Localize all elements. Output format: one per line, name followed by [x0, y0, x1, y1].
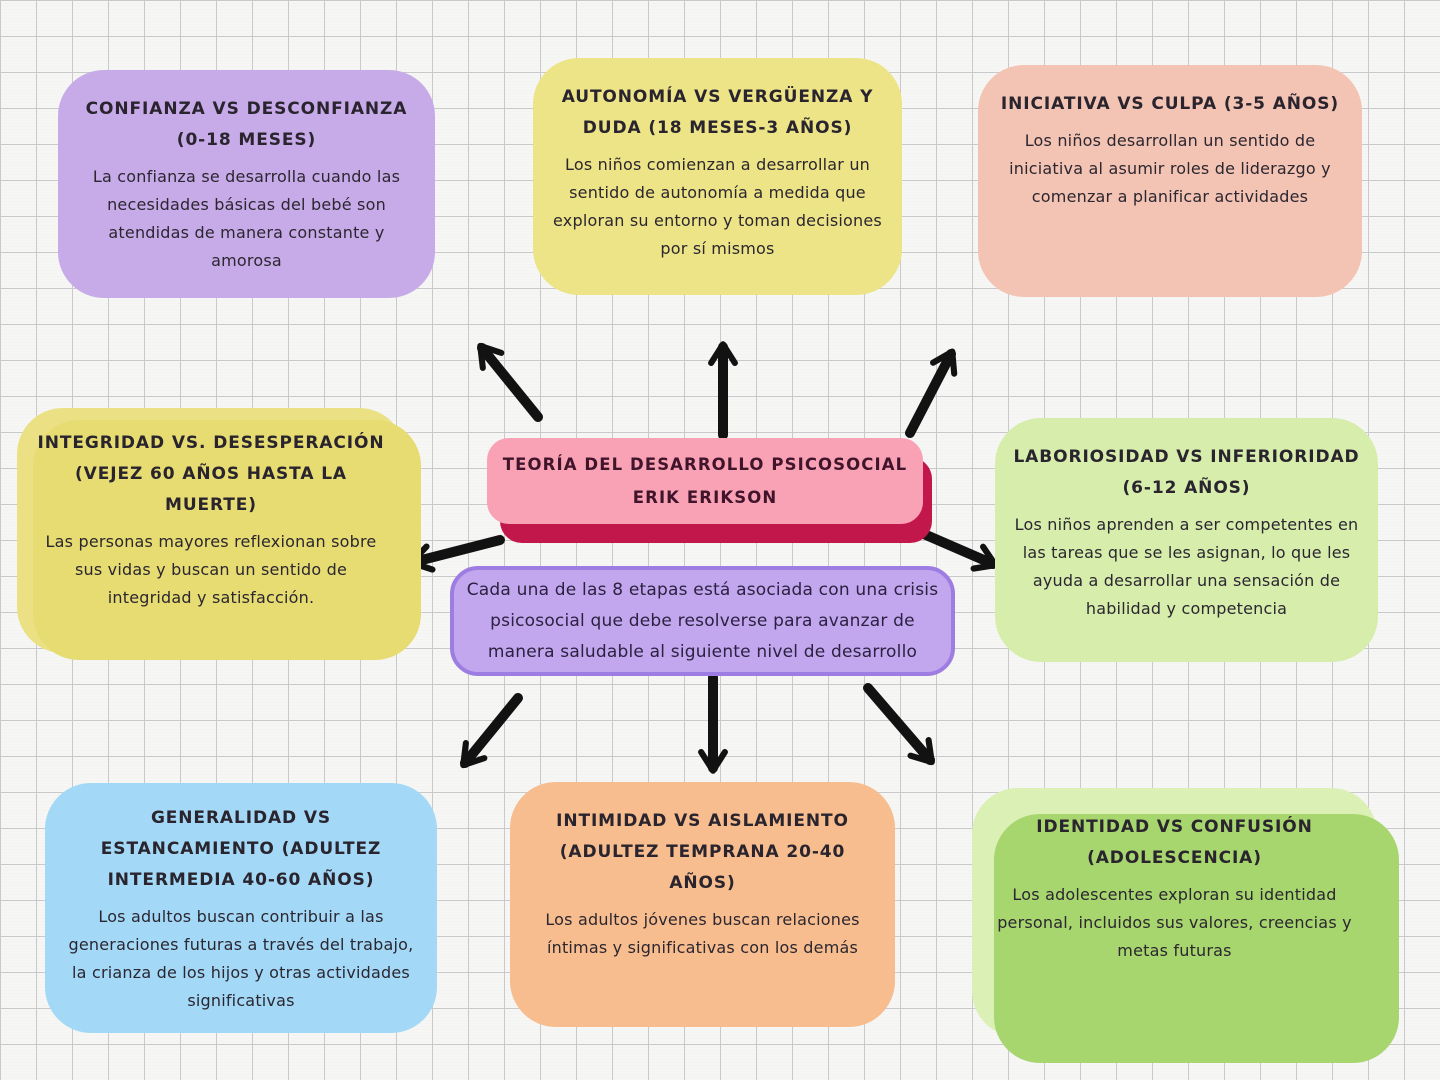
stage-card-confianza: CONFIANZA VS DESCONFIANZA (0-18 MESES) L…	[58, 70, 435, 298]
stage-body: Las personas mayores reflexionan sobre s…	[45, 532, 377, 607]
arrow-down-left-icon	[460, 693, 523, 769]
center-title: TEORÍA DEL DESARROLLO PSICOSOCIAL ERIK E…	[487, 438, 923, 524]
stage-body: Los adultos buscan contribuir a las gene…	[68, 907, 414, 1010]
arrow-left-icon	[408, 535, 505, 573]
stage-body: La confianza se desarrolla cuando las ne…	[92, 167, 401, 270]
stage-title: GENERALIDAD VS ESTANCAMIENTO (ADULTEZ IN…	[100, 808, 382, 890]
center-description: Cada una de las 8 etapas está asociada c…	[466, 579, 939, 662]
stage-title: CONFIANZA VS DESCONFIANZA (0-18 MESES)	[85, 99, 408, 150]
stage-card-intimidad: INTIMIDAD VS AISLAMIENTO (ADULTEZ TEMPRA…	[510, 782, 895, 1027]
stage-title: LABORIOSIDAD VS INFERIORIDAD (6-12 AÑOS)	[1013, 447, 1360, 498]
center-title-line1: TEORÍA DEL DESARROLLO PSICOSOCIAL	[502, 455, 908, 474]
stage-card-iniciativa: INICIATIVA VS CULPA (3-5 AÑOS) Los niños…	[978, 65, 1362, 297]
stage-body: Los niños aprenden a ser competentes en …	[1014, 515, 1359, 618]
center-description-box: Cada una de las 8 etapas está asociada c…	[450, 566, 955, 676]
stage-body: Los niños comienzan a desarrollar un sen…	[553, 155, 882, 258]
stage-card-laboriosidad: LABORIOSIDAD VS INFERIORIDAD (6-12 AÑOS)…	[995, 418, 1378, 662]
stage-body: Los adolescentes exploran su identidad p…	[997, 885, 1352, 960]
stage-card-generalidad: GENERALIDAD VS ESTANCAMIENTO (ADULTEZ IN…	[45, 783, 437, 1033]
center-title-line2: ERIK ERIKSON	[632, 488, 778, 507]
stage-card-autonomia: AUTONOMÍA VS VERGÜENZA Y DUDA (18 MESES-…	[533, 58, 902, 295]
stage-body: Los adultos jóvenes buscan relaciones ín…	[545, 910, 860, 957]
arrow-up-left-icon	[477, 342, 543, 422]
center-title-box: TEORÍA DEL DESARROLLO PSICOSOCIAL ERIK E…	[487, 438, 932, 543]
stage-title: INICIATIVA VS CULPA (3-5 AÑOS)	[1000, 94, 1340, 114]
stage-title: AUTONOMÍA VS VERGÜENZA Y DUDA (18 MESES-…	[561, 87, 874, 138]
stage-title: INTEGRIDAD VS. DESESPERACIÓN (VEJEZ 60 A…	[37, 433, 385, 515]
arrow-down-right-icon	[863, 683, 935, 766]
stage-title: IDENTIDAD VS CONFUSIÓN (ADOLESCENCIA)	[1036, 817, 1313, 868]
stage-card-identidad: IDENTIDAD VS CONFUSIÓN (ADOLESCENCIA) Lo…	[972, 788, 1399, 1063]
stage-title: INTIMIDAD VS AISLAMIENTO (ADULTEZ TEMPRA…	[556, 811, 849, 893]
stage-card-integridad: INTEGRIDAD VS. DESESPERACIÓN (VEJEZ 60 A…	[17, 408, 421, 661]
stage-body: Los niños desarrollan un sentido de inic…	[1009, 131, 1331, 206]
arrow-up-right-icon	[905, 348, 958, 438]
